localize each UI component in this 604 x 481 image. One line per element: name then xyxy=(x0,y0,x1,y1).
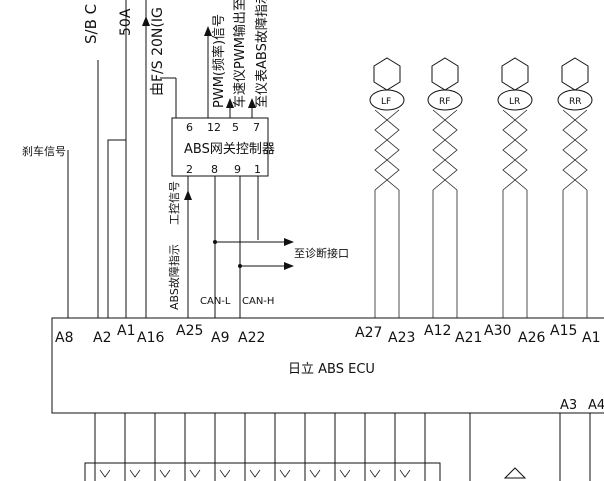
can-h-label: CAN-H xyxy=(242,296,274,307)
can-l-label: CAN-L xyxy=(200,296,231,307)
arrow-up-icon xyxy=(204,26,212,36)
ecu-pin: A12 xyxy=(424,323,451,339)
ecu-pin: A26 xyxy=(518,330,545,346)
ecu-pin: A2 xyxy=(93,330,111,346)
wheel-sensor-lf: LF xyxy=(369,57,405,318)
ecu-pin: A23 xyxy=(388,330,415,346)
ecu-pin: A30 xyxy=(484,323,511,339)
arrow-up-icon xyxy=(142,16,150,26)
pwm-speed-label: PWM(频率)信号 xyxy=(211,14,227,108)
abs-fault-label: ABS故障指示 xyxy=(167,244,181,310)
wheel-lf-label: LF xyxy=(381,97,391,107)
gateway-pin-2: 2 xyxy=(186,163,193,176)
diode-icon xyxy=(503,467,527,479)
gateway-pin-5: 5 xyxy=(232,121,239,134)
ecu-pin: A16 xyxy=(137,330,164,346)
wheel-sensor-rf: RF xyxy=(427,57,463,318)
ecu-pin: A15 xyxy=(550,323,577,339)
gateway-pin-6: 6 xyxy=(186,121,193,134)
arrow-up-icon xyxy=(184,190,192,200)
diag-label: 至诊断接口 xyxy=(294,246,349,260)
wheel-rf-label: RF xyxy=(439,97,450,107)
ecu-pin: A27 xyxy=(355,325,382,341)
gateway-title: ABS网关控制器 xyxy=(184,142,275,157)
brake-signal-label: 刹车信号 xyxy=(22,144,66,158)
working-signal-label: 工控信号 xyxy=(167,181,181,225)
ecu-pin: A1 xyxy=(117,323,135,339)
ecu-pin: A22 xyxy=(238,330,265,346)
gateway-pin-12: 12 xyxy=(207,121,221,134)
gateway-box xyxy=(171,117,269,177)
ifs-label: 由F/S 20N(IG xyxy=(150,7,166,96)
bottom-connector xyxy=(84,462,441,481)
ecu-bottom-pin: A4 xyxy=(588,398,604,413)
ecu-pin: A25 xyxy=(176,323,203,339)
wheel-rr-label: RR xyxy=(569,97,582,107)
arrow-up-icon xyxy=(226,98,234,108)
ecu-pin: A9 xyxy=(211,330,229,346)
wheel-sensor-rr: RR xyxy=(557,57,593,318)
ecu-bottom-pin: A3 xyxy=(560,398,577,413)
gateway-pin-7: 7 xyxy=(253,121,260,134)
gateway-pin-9: 9 xyxy=(234,163,241,176)
car-speed-label: 车速仪PWM输出至仪 xyxy=(232,0,248,108)
gateway-pin-8: 8 xyxy=(211,163,218,176)
ecu-label: 日立 ABS ECU xyxy=(288,362,375,377)
abs-indicator-label: 至仪表ABS故障指示灯 xyxy=(255,0,270,108)
ecu-pin: A8 xyxy=(55,330,73,346)
sb-label: S/B C xyxy=(82,4,100,44)
ecu-pin: A1 xyxy=(582,330,600,346)
wheel-sensor-lr: LR xyxy=(497,57,533,318)
arrow-up-icon xyxy=(248,98,256,108)
arrow-right-icon xyxy=(284,262,294,270)
gateway-pin-1: 1 xyxy=(254,163,261,176)
ecu-pin: A21 xyxy=(455,330,482,346)
ecu-box xyxy=(51,317,604,414)
wheel-lr-label: LR xyxy=(509,97,520,107)
arrow-right-icon xyxy=(284,238,294,246)
